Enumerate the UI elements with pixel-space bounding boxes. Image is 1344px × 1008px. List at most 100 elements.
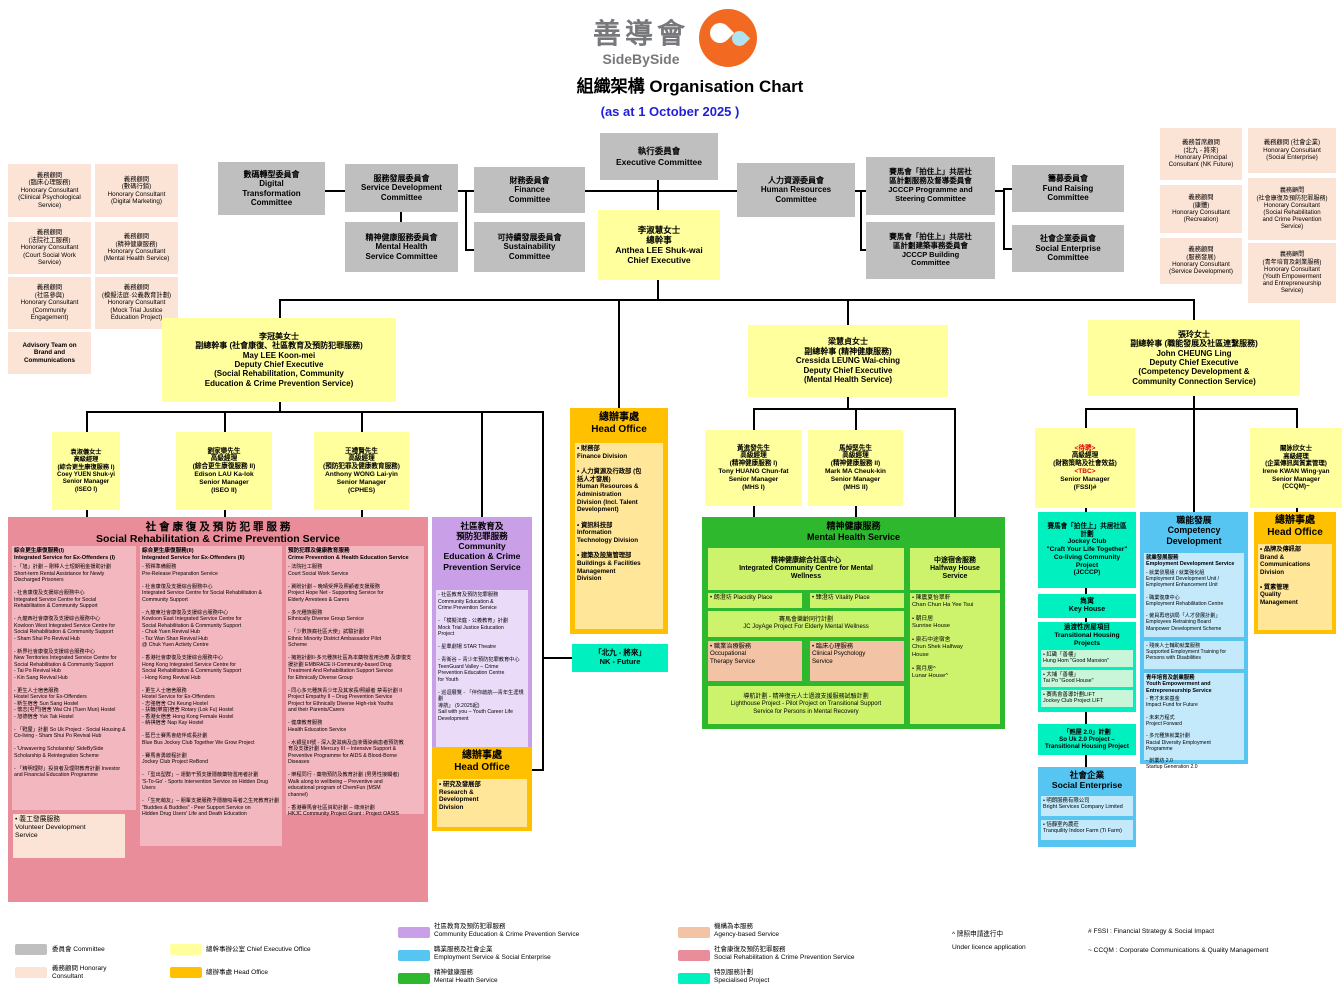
thp-item-tai-po: • 大埔「善樓」 Tai Po "Good House" xyxy=(1041,670,1133,687)
connector-line xyxy=(1085,588,1087,595)
halfway-house-items: • 陳震夏怡翠軒 Chan Chun Ha Yee Tsui • 朝日居 Sun… xyxy=(910,593,1000,724)
deputy-chief-executive-src: 李冠美女士 副總幹事 (社會康復、社區教育及預防犯罪服務) May LEE Ko… xyxy=(162,318,396,402)
occupational-therapy-service: • 職業治療服務 Occupational Therapy Service xyxy=(708,641,802,681)
legend-label-mental-health: 精神健康服務 Mental Health Service xyxy=(434,969,498,984)
connector-line xyxy=(1085,408,1087,428)
honorary-consultant-service-development: 義務顧問 (服務發展) Honorary Consultant (Service… xyxy=(1160,238,1242,284)
jcccp-project-box: 賽馬會「拍住上」共居社區 計劃 Jockey Club "Craft Your … xyxy=(1038,512,1136,588)
youth-empowerment-heading: 青年培育及創業服務 Youth Empowerment and Entrepre… xyxy=(1146,675,1212,694)
connector-line xyxy=(481,411,483,517)
connector-line xyxy=(860,249,866,251)
honorary-consultant-community-engagement: 義務顧問 (社區參與) Honorary Consultant (Communi… xyxy=(8,277,91,329)
connector-line xyxy=(753,408,956,410)
jc-joyage-project: 賽馬會樂齡同行計劃 JC JoyAge Project For Elderly … xyxy=(708,611,904,637)
connector-line xyxy=(86,510,88,517)
connector-line xyxy=(279,299,1195,301)
connector-line xyxy=(1296,408,1298,428)
honorary-consultant-social-rehab: 義務顧問 (社會康復及預防犯罪服務) Honorary Consultant (… xyxy=(1248,178,1336,240)
connector-line xyxy=(855,506,857,517)
honorary-consultant-mental-health: 義務顧問 (精神健康服務) Honorary Consultant (Menta… xyxy=(95,222,178,274)
placidity-place: • 朗澄坊 Placidity Place xyxy=(708,593,802,608)
connector-line xyxy=(86,411,544,413)
page-subtitle: (as at 1 October 2025 ) xyxy=(600,104,740,120)
senior-manager-iseo1: 袁淑儀女士 高級經理 (綜合更生康復服務 I) Coey YUEN Shuk-y… xyxy=(52,432,120,510)
sidebyside-logo-icon xyxy=(699,9,757,67)
legend-note-ccqm: ~ CCQM : Corporate Communications & Qual… xyxy=(1088,947,1269,954)
legend-swatch-ce-office xyxy=(170,944,202,955)
legend-swatch-specialised xyxy=(678,973,710,984)
connector-line xyxy=(325,190,345,192)
halfway-house-header: 中途宿舍服務 Halfway House Service xyxy=(910,548,1000,590)
legend-label-specialised: 特別服務計劃 Specialised Project xyxy=(714,969,770,984)
youth-empowerment-box: 青年培育及創業服務 Youth Empowerment and Entrepre… xyxy=(1144,673,1244,770)
social-rehab-col2: 綜合更生康復服務(II) Integrated Service for Ex-O… xyxy=(140,546,282,846)
connector-line xyxy=(400,212,402,222)
head-office-research-items: • 研究及發展部 Research & Development Division xyxy=(437,779,527,827)
brand-name-cn: 善導會 xyxy=(592,18,689,50)
honorary-consultant-youth-empowerment: 義務顧問 (青年培育及創業服務) Honorary Consultant (Yo… xyxy=(1248,243,1336,303)
connector-line xyxy=(585,190,737,192)
social-enterprise-title: 社會企業 Social Enterprise xyxy=(1051,770,1123,791)
connector-line xyxy=(1085,618,1087,623)
connector-line xyxy=(847,299,849,325)
page-title: 組織架構 Organisation Chart xyxy=(576,76,804,96)
honorary-consultant-recreation: 義務顧問 (康體) Honorary Consultant (Recreatio… xyxy=(1160,185,1242,233)
legend-swatch-mental-health xyxy=(398,973,430,984)
honorary-principal-consultant-nk-future: 義務首席顧問 (北九 - 將來) Honorary Principal Cons… xyxy=(1160,128,1242,180)
thp-item-jc-lift: • 賽馬會善導計劃LIFT Jockey Club Project LIFT xyxy=(1041,690,1133,707)
legend-swatch-honorary xyxy=(15,967,47,978)
iccmw-header: 精神健康綜合社區中心 Integrated Community Centre f… xyxy=(708,548,904,590)
connector-line xyxy=(995,190,1005,192)
head-office-central-items: • 財務部 Finance Division • 人力資源及行政部 (包 括人才… xyxy=(575,443,663,629)
competency-development-title: 職能發展 Competency Development xyxy=(1166,515,1222,546)
finance-committee: 財務委員會 Finance Committee xyxy=(474,167,585,213)
connector-line xyxy=(1085,508,1087,513)
key-house-box: 雋寓 Key House xyxy=(1038,594,1136,618)
connector-line xyxy=(465,190,467,251)
connector-line xyxy=(847,397,849,409)
senior-manager-mhs2: 馬焯堅先生 高級經理 (精神健康服務 II) Mark MA Cheuk-kin… xyxy=(808,430,903,506)
col3-items: - 法院社工服務 Court Social Work Service - 冀盼計… xyxy=(288,564,412,818)
social-rehab-col1: 綜合更生康復服務(I) Integrated Service for Ex-Of… xyxy=(12,546,136,810)
social-rehab-title: 社 會 康 復 及 預 防 犯 罪 服 務 Social Rehabilitat… xyxy=(96,520,340,545)
legend-label-committee: 委員會 Committee xyxy=(52,946,105,953)
connector-line xyxy=(542,657,572,659)
senior-manager-fssi-vacant: <待聘> 高級經理 (財務策略及社會效益) <TBC> Senior Manag… xyxy=(1035,428,1135,508)
legend-swatch-agency-based xyxy=(678,927,710,938)
connector-line xyxy=(1003,188,1005,250)
digital-transformation-committee: 數碼轉型委員會 Digital Transformation Committee xyxy=(218,162,325,215)
transitional-housing-title: 過渡性房屋項目 Transitional Housing Projects xyxy=(1054,624,1120,647)
legend-note-licence-en: Under licence application xyxy=(952,944,1026,951)
legend-label-honorary: 義務顧問 Honorary Consultant xyxy=(52,965,107,980)
legend-label-head-office: 總辦事處 Head Office xyxy=(206,969,269,976)
thp-item-hung-hom: • 紅磡「善樓」 Hung Hom "Good Mansion" xyxy=(1041,650,1133,667)
honorary-consultant-court-social-work: 義務顧問 (法院社工服務) Honorary Consultant (Court… xyxy=(8,222,91,274)
connector-line xyxy=(657,180,659,210)
legend-swatch-employment-se xyxy=(398,950,430,961)
employment-development-heading: 就業發展服務 Employment Development Service xyxy=(1146,555,1235,568)
fssi-role-label: 高級經理 (財務策略及社會效益) xyxy=(1053,452,1117,468)
supported-employment-box: - 殘疾人士輔助就業服務 Supported Employment Traini… xyxy=(1144,641,1244,669)
legend-label-social-rehab: 社會康復及預防犯罪服務 Social Rehabilitation & Crim… xyxy=(714,946,855,961)
deputy-chief-executive-mhs: 梁慧貞女士 副總幹事 (精神健康服務) Cressida LEUNG Wai-c… xyxy=(748,325,948,397)
connector-line xyxy=(1003,188,1012,190)
jcccp-steering-committee: 賽馬會「拍住上」共居社 區計劃服務及督導委員會 JCCCP Programme … xyxy=(866,157,995,215)
executive-committee: 執行委員會 Executive Committee xyxy=(600,133,718,180)
mental-health-service-committee: 精神健康服務委員會 Mental Health Service Committe… xyxy=(345,222,458,272)
honorary-consultant-digital-marketing: 義務顧問 (數碼行銷) Honorary Consultant (Digital… xyxy=(95,164,178,217)
connector-line xyxy=(1085,754,1087,768)
connector-line xyxy=(1193,299,1195,320)
brand-name-en: SideBySide xyxy=(602,50,680,67)
head-office-research-title: 總辦事處 Head Office xyxy=(454,750,510,773)
deputy-chief-executive-cd: 張玲女士 副總幹事 (職能發展及社區連繫服務) John CHEUNG Ling… xyxy=(1088,320,1300,396)
connector-line xyxy=(279,299,281,318)
head-office-central-title: 總辦事處 Head Office xyxy=(591,412,647,435)
connector-line xyxy=(1296,508,1298,513)
connector-line xyxy=(1193,408,1195,512)
legend-label-employment-se: 職業服務及社會企業 Employment Service & Social En… xyxy=(434,946,551,961)
connector-line xyxy=(855,408,857,430)
connector-line xyxy=(465,249,474,251)
youth-empowerment-items: - 育才未來基金 Impact Fund for Future - 未來方程式 … xyxy=(1146,696,1211,771)
legend-label-agency-based: 機構為本服務 Agency-based Service xyxy=(714,923,780,938)
